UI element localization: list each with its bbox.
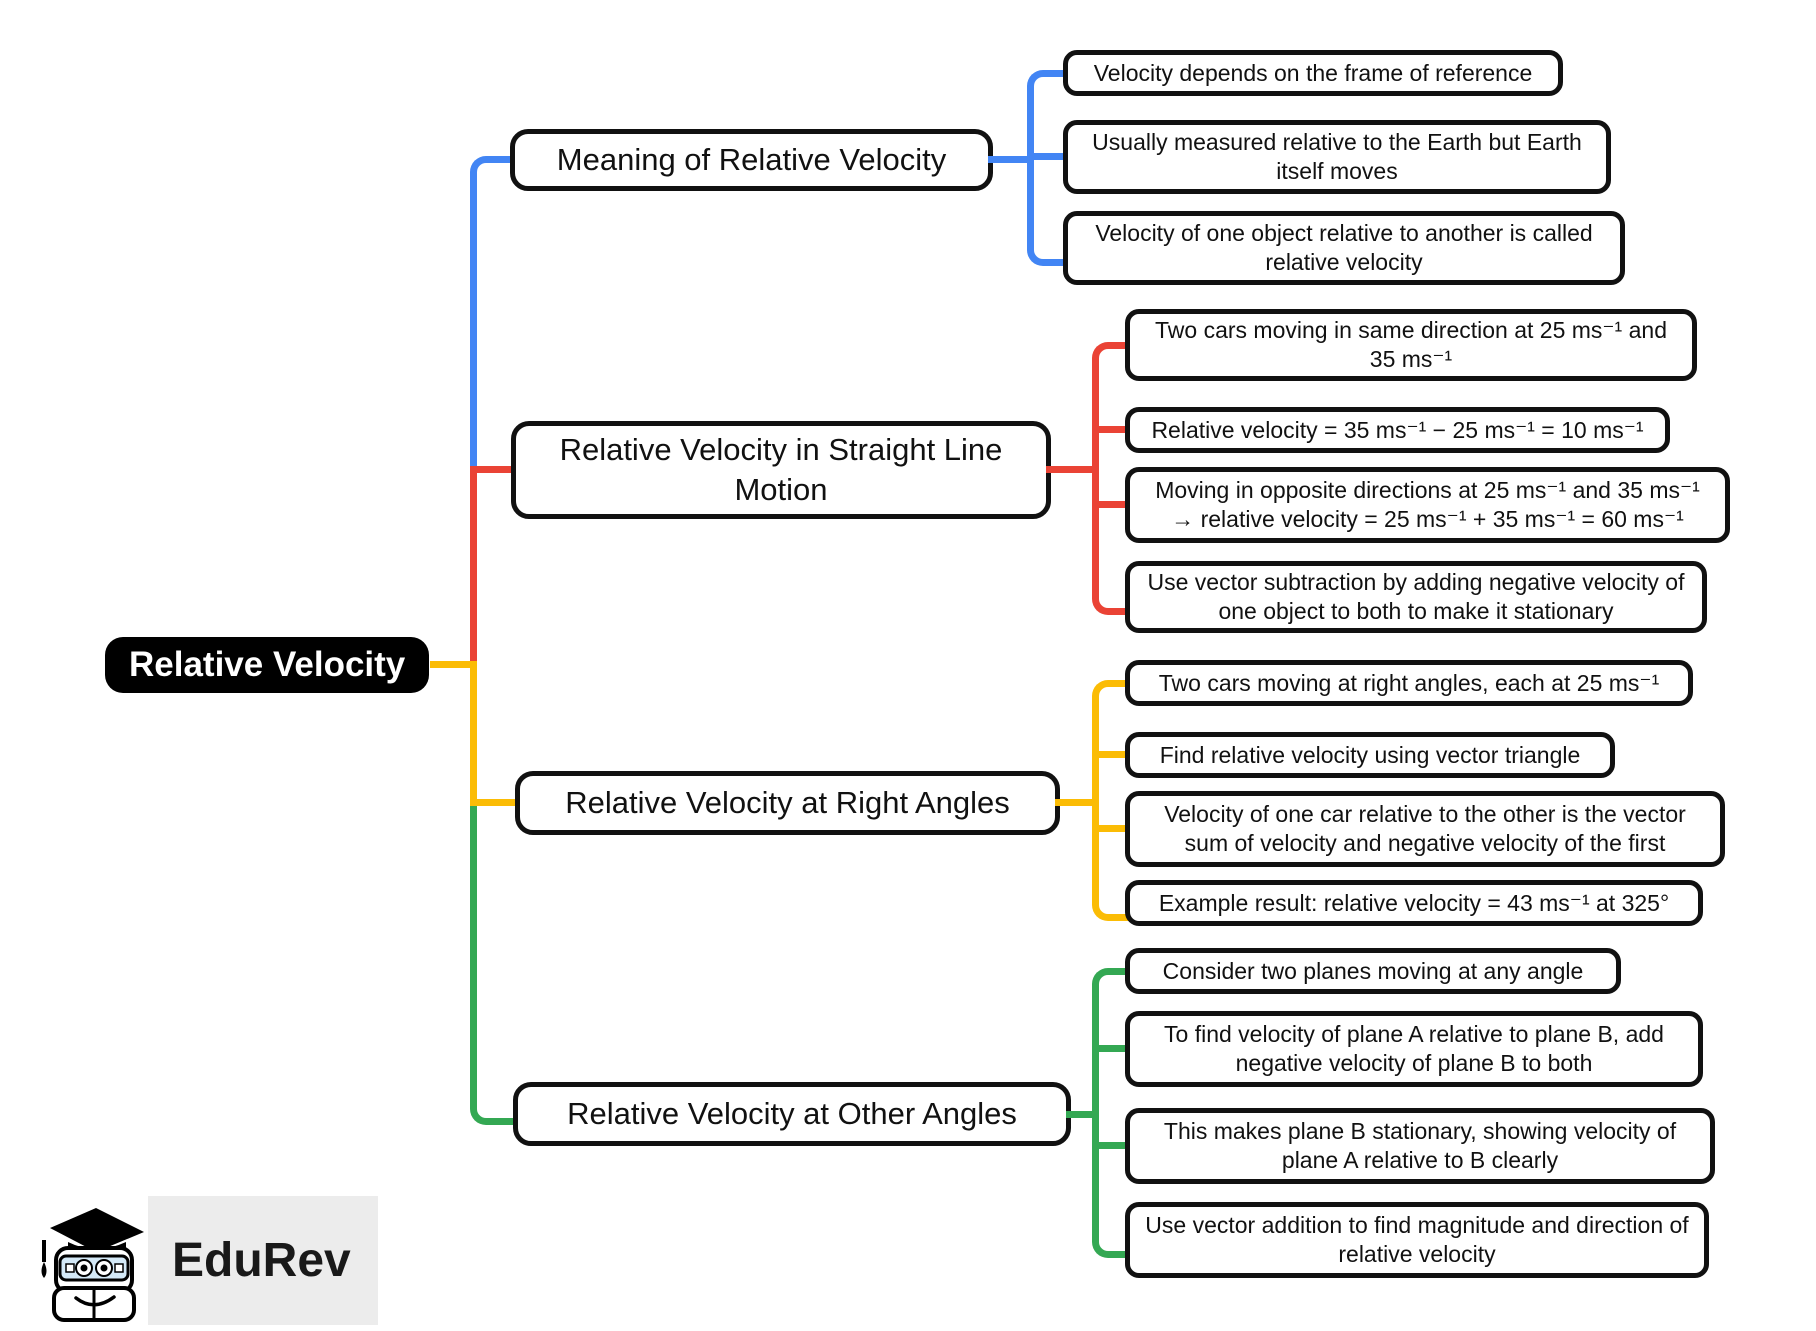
connector-green-parent-stub bbox=[1066, 1111, 1092, 1118]
leaf-node: Example result: relative velocity = 43 m… bbox=[1125, 880, 1703, 926]
connector-green-leaf2-stub bbox=[1092, 1045, 1125, 1052]
branch-node-straight-line: Relative Velocity in Straight Line Motio… bbox=[511, 421, 1051, 519]
leaf-node: To find velocity of plane A relative to … bbox=[1125, 1011, 1703, 1087]
leaf-node: Find relative velocity using vector tria… bbox=[1125, 732, 1615, 778]
connector-main-yellow bbox=[470, 661, 477, 803]
connector-blue-parent-stub bbox=[988, 156, 1027, 163]
branch-node-meaning: Meaning of Relative Velocity bbox=[510, 129, 993, 191]
leaf-node: Velocity of one car relative to the othe… bbox=[1125, 791, 1725, 867]
edurev-mascot-icon bbox=[41, 1208, 144, 1322]
connector-red-leaf2-stub bbox=[1092, 426, 1125, 433]
connector-main-red-stub bbox=[470, 466, 512, 473]
connector-green-leaf3-stub bbox=[1092, 1142, 1125, 1149]
connector-blue-leaf2-stub bbox=[1027, 153, 1063, 160]
branch-node-right-angles: Relative Velocity at Right Angles bbox=[515, 771, 1060, 835]
leaf-node: Consider two planes moving at any angle bbox=[1125, 948, 1621, 994]
connector-main-blue bbox=[470, 156, 518, 482]
connector-red-leaf3-stub bbox=[1092, 501, 1125, 508]
connector-yellow-subtrunk bbox=[1092, 680, 1132, 921]
leaf-node: Moving in opposite directions at 25 ms⁻¹… bbox=[1125, 467, 1730, 543]
leaf-node: Velocity of one object relative to anoth… bbox=[1063, 211, 1625, 285]
leaf-node: Use vector addition to find magnitude an… bbox=[1125, 1202, 1709, 1278]
connector-green-subtrunk bbox=[1092, 968, 1132, 1258]
leaf-node: Use vector subtraction by adding negativ… bbox=[1125, 561, 1707, 633]
logo-background bbox=[148, 1196, 378, 1325]
connector-red-parent-stub bbox=[1046, 466, 1092, 473]
connector-red-subtrunk bbox=[1092, 342, 1132, 615]
leaf-node: Two cars moving in same direction at 25 … bbox=[1125, 309, 1697, 381]
connector-main-green bbox=[470, 803, 521, 1125]
leaf-node: Velocity depends on the frame of referen… bbox=[1063, 50, 1563, 96]
connector-blue-subtrunk bbox=[1027, 70, 1070, 266]
edurev-logo: EduRev bbox=[30, 1196, 351, 1324]
connector-yellow-parent-stub bbox=[1055, 799, 1092, 806]
leaf-node: Usually measured relative to the Earth b… bbox=[1063, 120, 1611, 194]
connector-yellow-leaf2-stub bbox=[1092, 751, 1125, 758]
root-node: Relative Velocity bbox=[105, 637, 430, 693]
leaf-node: This makes plane B stationary, showing v… bbox=[1125, 1108, 1715, 1184]
branch-node-other-angles: Relative Velocity at Other Angles bbox=[513, 1082, 1071, 1146]
connector-yellow-leaf3-stub bbox=[1092, 825, 1125, 832]
edurev-logo-text: EduRev bbox=[172, 1233, 351, 1287]
connector-main-yellow-stub bbox=[470, 799, 516, 806]
leaf-node: Relative velocity = 35 ms⁻¹ − 25 ms⁻¹ = … bbox=[1125, 407, 1670, 453]
leaf-node: Two cars moving at right angles, each at… bbox=[1125, 660, 1693, 706]
connector-main-red bbox=[470, 466, 477, 668]
connector-root-stub bbox=[430, 661, 477, 668]
